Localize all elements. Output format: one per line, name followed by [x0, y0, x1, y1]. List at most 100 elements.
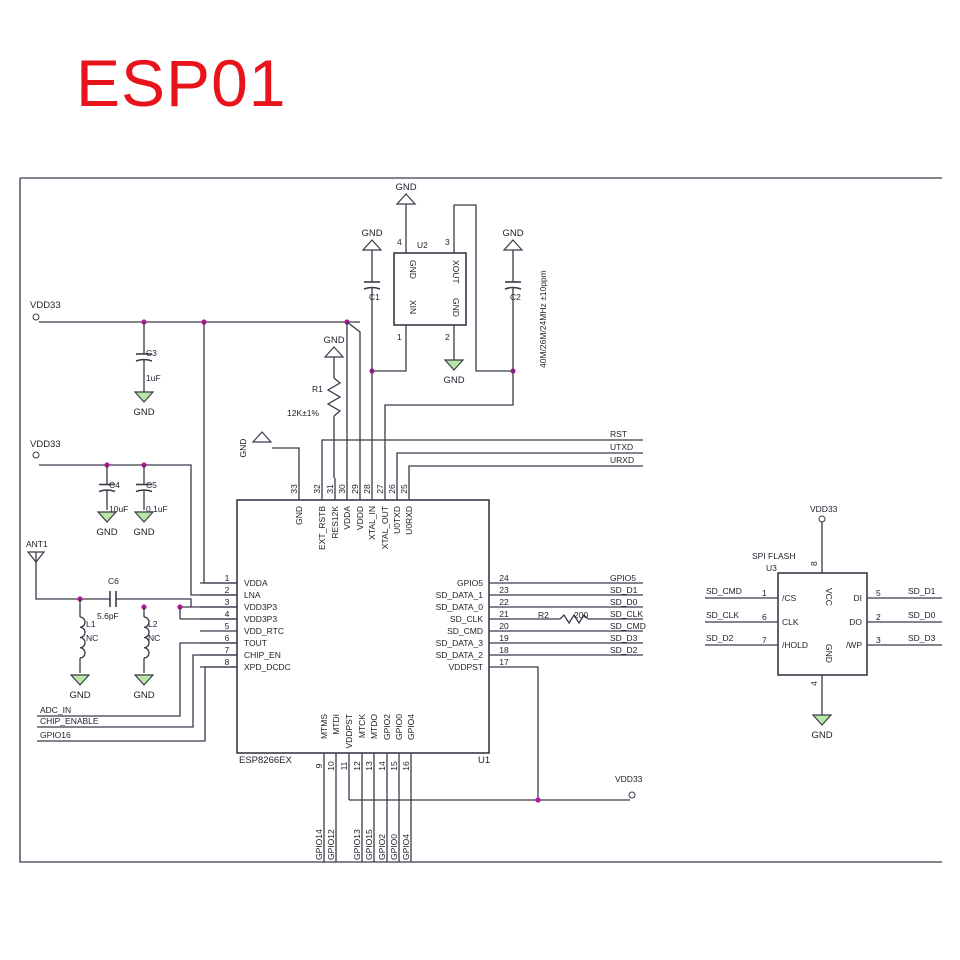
pin-number: 1: [397, 332, 402, 342]
pin-number: 10: [326, 761, 336, 771]
pin-number: 1: [762, 588, 767, 598]
pin-number: 22: [499, 597, 509, 607]
pin-number: 16: [401, 761, 411, 771]
pin-number: 5: [876, 588, 881, 598]
pin-number: 9: [314, 763, 324, 768]
pin-number: 8: [809, 561, 819, 566]
pin-name: SD_DATA_3: [436, 638, 484, 648]
ground-triangle: [133, 511, 155, 523]
net-label: GPIO0: [389, 834, 399, 860]
wire: [116, 598, 192, 607]
vdd33-label: VDD33: [615, 774, 643, 784]
ground-label: GND: [323, 335, 344, 346]
wire: [35, 552, 110, 600]
ground-triangle: [395, 193, 417, 205]
pin-number: 28: [362, 484, 372, 494]
pin-number: 23: [499, 585, 509, 595]
wire: [396, 452, 643, 478]
ground-symbol: GND: [361, 228, 383, 251]
vdd33-port: [32, 451, 40, 459]
pin-number: 3: [876, 635, 881, 645]
wire: [534, 666, 539, 800]
wire: [372, 325, 407, 372]
urxd-label: URXD: [610, 455, 634, 465]
wire: [321, 439, 643, 478]
r2-label: R2: [538, 610, 549, 620]
pin-number: 4: [397, 237, 402, 247]
ground-label: GND: [96, 527, 117, 538]
pin-name: MTCK: [357, 714, 367, 738]
vdd33-second-rail: VDD33: [30, 439, 237, 596]
c3-label: C3: [146, 348, 157, 358]
pin-name: /CS: [782, 593, 797, 603]
wire: [39, 464, 237, 596]
pin-number: 25: [399, 484, 409, 494]
l1-label: L1: [86, 619, 96, 629]
pin-name: VDDPST: [449, 662, 483, 672]
pin-number: 2: [876, 612, 881, 622]
pin-name: CHIP_EN: [244, 650, 281, 660]
pin-number: 19: [499, 633, 509, 643]
ground-label: GND: [69, 690, 90, 701]
pin-number: 30: [337, 484, 347, 494]
net-label: GPIO13: [352, 829, 362, 860]
pin-number: 20: [499, 621, 509, 631]
pin-number: 31: [325, 484, 335, 494]
ground-triangle: [502, 239, 524, 251]
ground-symbol: GND: [811, 714, 833, 741]
pin-number: 12: [352, 761, 362, 771]
pin-name: MTDI: [331, 714, 341, 735]
ground-symbol: GND: [96, 511, 118, 538]
chip-enable-label: CHIP_ENABLE: [40, 716, 99, 726]
pin-name: SD_DATA_0: [436, 602, 484, 612]
net-label: GPIO15: [364, 829, 374, 860]
pin-number: 6: [225, 633, 230, 643]
ground-triangle: [96, 511, 118, 523]
pin-number: 4: [809, 681, 819, 686]
l2-label: L2: [148, 619, 158, 629]
pin-number: 2: [225, 585, 230, 595]
net-label-sd-d1: SD_D1: [610, 585, 638, 595]
ground-triangle: [69, 674, 91, 686]
wire: [408, 465, 643, 478]
ground-triangle: [811, 714, 833, 726]
u2-label: U2: [417, 240, 428, 250]
wire: [384, 371, 514, 478]
net-label: GPIO2: [377, 834, 387, 860]
pin-name: GPIO0: [394, 714, 404, 740]
pin-name: RES12K: [330, 506, 340, 539]
ground-symbol: GND: [395, 182, 417, 205]
net-label-sd-d2: SD_D2: [610, 645, 638, 655]
wire: [272, 447, 300, 478]
pin-number: 3: [225, 597, 230, 607]
ant1-label: ANT1: [26, 539, 48, 549]
pin-name: SD_DATA_1: [436, 590, 484, 600]
pin-name: /WP: [846, 640, 862, 650]
inductor-coil: [79, 616, 86, 659]
pin-number: 18: [499, 645, 509, 655]
pin-name: LNA: [244, 590, 261, 600]
net-label-sd-d0: SD_D0: [610, 597, 638, 607]
ground-symbol: [251, 431, 273, 443]
utxd-label: UTXD: [610, 442, 633, 452]
pin-name: SD_CLK: [450, 614, 483, 624]
r1-label: R1: [312, 384, 323, 394]
pin-name: XPD_DCDC: [244, 662, 291, 672]
